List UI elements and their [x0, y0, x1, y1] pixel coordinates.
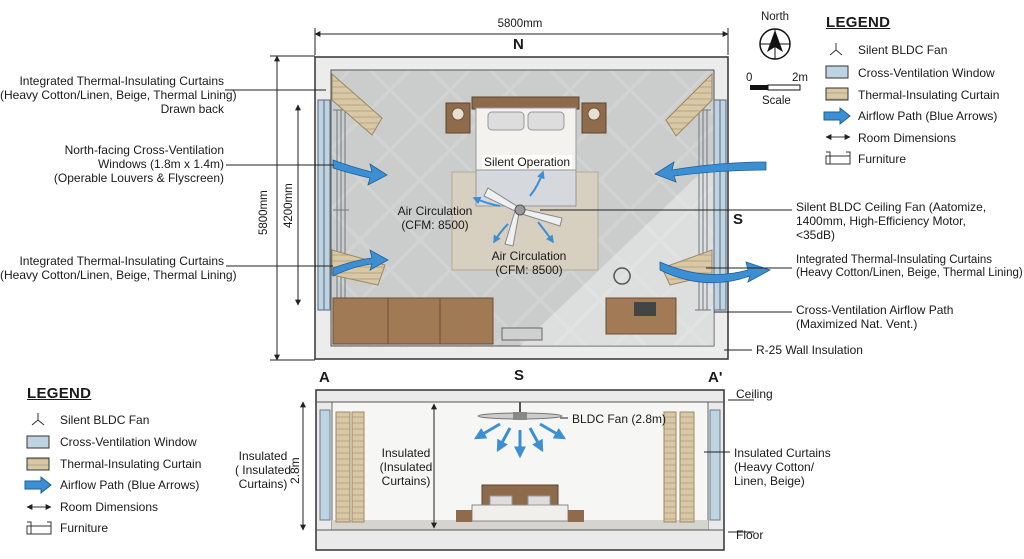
legend-bottom-item: Silent BLDC Fan — [60, 413, 150, 427]
plan-east-label: S — [733, 211, 744, 228]
fan-icon — [829, 43, 843, 56]
fan-icon — [31, 413, 45, 426]
window-icon — [825, 65, 849, 79]
scale-label: Scale — [762, 95, 791, 107]
plan-sofa — [332, 297, 494, 345]
legend-bottom-item: Thermal-Insulating Curtain — [60, 457, 202, 471]
scale-max: 2m — [792, 72, 808, 84]
section-top-tag: S — [514, 367, 525, 384]
section-fan-label: BLDC Fan (2.8m) — [572, 412, 667, 426]
furniture-icon — [825, 151, 851, 165]
section-fan — [477, 402, 563, 420]
furniture-icon — [26, 521, 52, 535]
legend-top-icons — [823, 43, 851, 165]
annotation-curtains-left: Integrated Thermal-Insulating Curtains(H… — [0, 254, 237, 282]
section-left-tag: A — [319, 369, 330, 386]
annotation-air-circulation-2: Air Circulation(CFM: 8500) — [491, 249, 567, 277]
section-floor: Floor — [736, 528, 764, 542]
scale-zero: 0 — [746, 72, 753, 84]
window-icon — [26, 435, 50, 449]
annotation-silent-operation: Silent Operation — [482, 155, 573, 169]
compass-icon — [759, 28, 791, 60]
legend-bottom-title: LEGEND — [27, 385, 92, 402]
plan-leaders — [225, 89, 792, 351]
legend-top-item: Silent BLDC Fan — [858, 43, 948, 57]
legend-bottom-item: Cross-Ventilation Window — [60, 435, 197, 449]
compass-label: North — [760, 11, 790, 23]
plan-north-label: N — [513, 36, 524, 53]
legend-top-title: LEGEND — [826, 14, 891, 31]
scale-bar — [750, 84, 801, 91]
curtain-icon — [26, 457, 50, 471]
annotation-fan: Silent BLDC Ceiling Fan (Aatomize,1400mm… — [796, 200, 987, 242]
plan-airflow — [332, 159, 771, 284]
legend-top-item: Thermal-Insulating Curtain — [858, 88, 1000, 102]
section-curtains-right: Insulated Curtains(Heavy Cotton/Linen, B… — [734, 446, 831, 488]
airflow-arrow-icon — [823, 106, 851, 126]
legend-bottom-icons — [24, 413, 52, 535]
plan-inner-dim: 4200mm — [283, 183, 295, 228]
section-right-tag: A' — [708, 369, 723, 386]
plan-window-left — [317, 99, 331, 311]
section-fan-arrows — [473, 422, 567, 459]
legend-top-item: Furniture — [858, 152, 907, 166]
annotation-curtains-top: Integrated Thermal-Insulating Curtains(H… — [0, 74, 237, 116]
section-curtains — [335, 411, 695, 523]
annotation-air-circulation-1: Air Circulation(CFM: 8500) — [397, 204, 473, 232]
legend-bottom-item: Furniture — [60, 521, 109, 535]
section-ceiling: Ceiling — [736, 387, 773, 401]
curtain-icon — [825, 87, 849, 101]
annotation-wall: R-25 Wall Insulation — [756, 343, 863, 357]
plan-width-dim: 5800mm — [497, 18, 543, 30]
legend-top-item: Cross-Ventilation Window — [858, 66, 995, 80]
legend-top-item: Room Dimensions — [858, 131, 957, 145]
plan-dimensions — [270, 28, 729, 361]
legend-top-item: Airflow Path (Blue Arrows) — [858, 109, 998, 123]
airflow-arrow-icon — [24, 475, 52, 495]
annotation-curtains-right: Integrated Thermal-Insulating Curtains(H… — [796, 254, 1023, 279]
legend-bottom-item: Room Dimensions — [60, 500, 159, 514]
plan-fan-arrows — [472, 170, 554, 244]
legend-bottom-item: Airflow Path (Blue Arrows) — [60, 478, 200, 492]
annotation-airflow: Cross-Ventilation Airflow Path(Maximized… — [796, 303, 954, 331]
section-bed — [456, 484, 584, 522]
plan-height-dim: 5800mm — [258, 190, 270, 235]
plan-fan — [483, 187, 563, 247]
